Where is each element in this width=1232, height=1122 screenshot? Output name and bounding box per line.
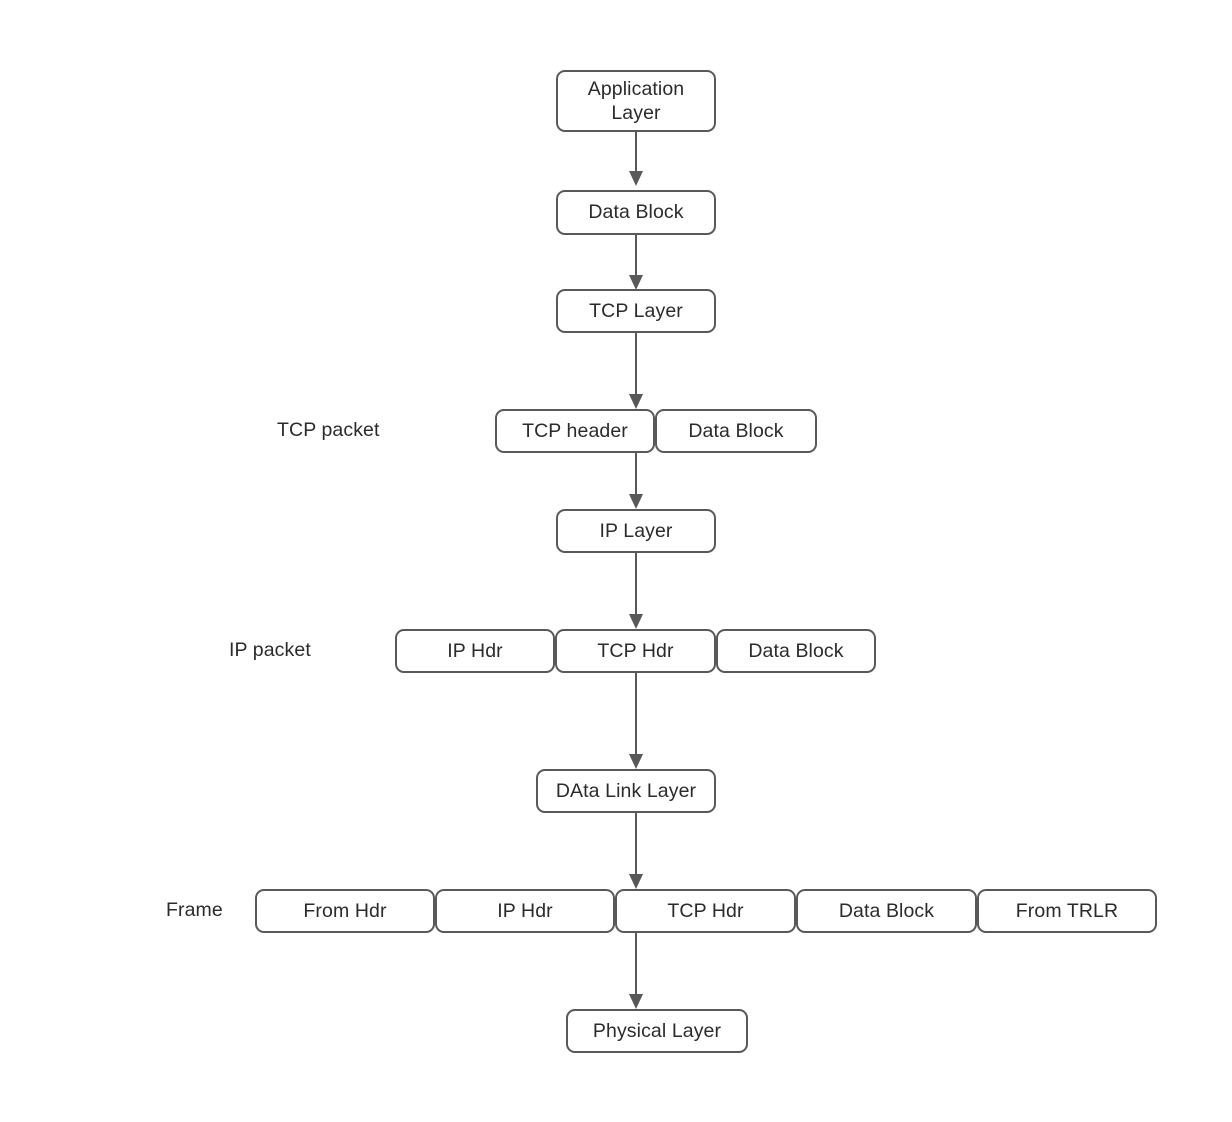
packet-field-ip-packet-data-block[interactable]: Data Block	[716, 629, 876, 673]
node-physical-layer[interactable]: Physical Layer	[566, 1009, 748, 1053]
arrow-head	[629, 874, 643, 889]
label-ip-packet: IP packet	[229, 639, 311, 661]
node-ip-layer[interactable]: IP Layer	[556, 509, 716, 553]
packet-field-tcp-header[interactable]: TCP header	[495, 409, 655, 453]
arrow-shaft	[635, 453, 637, 494]
arrow-head	[629, 171, 643, 186]
arrow-tcp-layer-to-tcp-packet	[629, 333, 643, 409]
frame-field-tcp-hdr[interactable]: TCP Hdr	[615, 889, 796, 933]
node-data-link-layer[interactable]: DAta Link Layer	[536, 769, 716, 813]
arrow-frame-to-physical-layer	[629, 933, 643, 1009]
arrow-head	[629, 275, 643, 290]
arrow-head	[629, 394, 643, 409]
arrow-shaft	[635, 333, 637, 394]
label-frame: Frame	[166, 899, 223, 921]
arrow-shaft	[635, 813, 637, 874]
arrow-head	[629, 494, 643, 509]
node-application-layer[interactable]: Application Layer	[556, 70, 716, 132]
arrow-shaft	[635, 235, 637, 275]
arrow-ip-layer-to-ip-packet	[629, 553, 643, 629]
arrow-data-link-layer-to-frame	[629, 813, 643, 889]
arrow-shaft	[635, 131, 637, 171]
arrow-head	[629, 754, 643, 769]
arrow-tcp-packet-to-ip-layer	[629, 453, 643, 509]
node-tcp-layer[interactable]: TCP Layer	[556, 289, 716, 333]
packet-field-tcp-packet-data-block[interactable]: Data Block	[655, 409, 817, 453]
arrow-data-block-to-tcp-layer	[629, 235, 643, 290]
packet-field-ip-hdr[interactable]: IP Hdr	[395, 629, 555, 673]
arrow-head	[629, 614, 643, 629]
arrow-shaft	[635, 553, 637, 614]
frame-field-from-trlr[interactable]: From TRLR	[977, 889, 1157, 933]
label-tcp-packet: TCP packet	[277, 419, 380, 441]
frame-field-from-hdr[interactable]: From Hdr	[255, 889, 435, 933]
frame-field-data-block[interactable]: Data Block	[796, 889, 977, 933]
arrow-shaft	[635, 933, 637, 994]
arrow-ip-packet-to-data-link-layer	[629, 673, 643, 769]
frame-field-ip-hdr[interactable]: IP Hdr	[435, 889, 615, 933]
packet-field-ip-packet-tcp-hdr[interactable]: TCP Hdr	[555, 629, 716, 673]
arrow-head	[629, 994, 643, 1009]
arrow-application-layer-to-data-block	[629, 131, 643, 186]
node-data-block[interactable]: Data Block	[556, 190, 716, 235]
arrow-shaft	[635, 673, 637, 754]
